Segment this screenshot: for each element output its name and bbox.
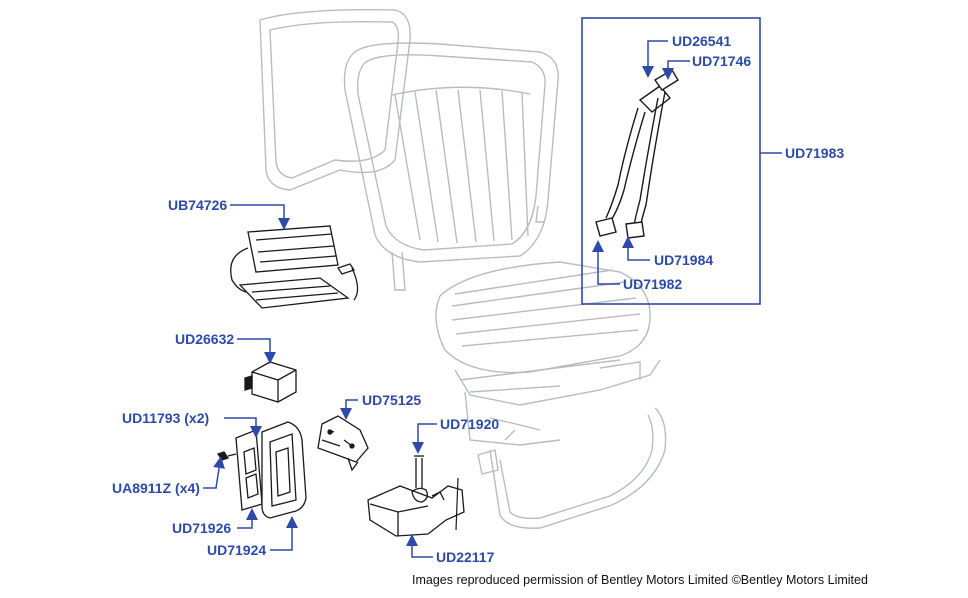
label-ub74726: UB74726: [168, 197, 228, 213]
bracket: [317, 415, 369, 472]
label-ud71924: UD71924: [207, 542, 267, 558]
wiring-harness: [595, 69, 679, 239]
label-ud11793: UD11793 (x2): [122, 410, 210, 426]
label-ud71984: UD71984: [654, 252, 714, 268]
label-ud75125: UD75125: [362, 392, 422, 408]
label-ud71983: UD71983: [785, 145, 845, 161]
label-ud71920: UD71920: [440, 416, 500, 432]
harness-box: [581, 17, 761, 305]
label-ud22117: UD22117: [436, 549, 495, 565]
label-ua8911z: UA8911Z (x4): [112, 480, 200, 496]
label-ud71982: UD71982: [623, 276, 683, 292]
relay: [244, 361, 297, 403]
copyright-credit: Images reproduced permission of Bentley …: [412, 573, 868, 587]
heating-pad: [230, 225, 359, 309]
label-ud71926: UD71926: [172, 520, 232, 536]
switch-assembly: [216, 421, 307, 519]
label-ud26632: UD26632: [175, 331, 235, 347]
actuator: [367, 455, 465, 537]
seat-outline: [259, 9, 667, 529]
label-ud26541: UD26541: [672, 33, 732, 49]
label-ud71746: UD71746: [692, 53, 752, 69]
actuator-mount-line: [455, 477, 459, 531]
leader-lines: [203, 40, 782, 558]
